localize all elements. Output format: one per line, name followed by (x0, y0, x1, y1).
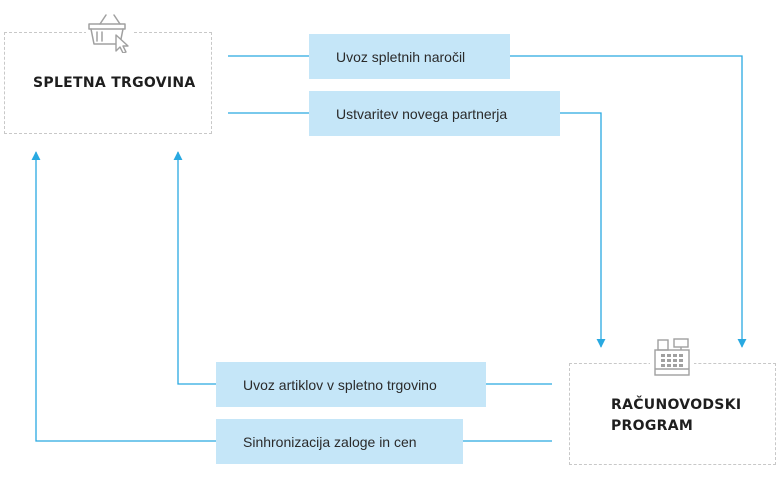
flow-import-articles-label: Uvoz artiklov v spletno trgovino (243, 376, 437, 393)
shopping-basket-cursor-icon (86, 14, 134, 53)
webshop-label: SPLETNA TRGOVINA (33, 75, 196, 91)
accounting-label-line1: RAČUNOVODSKI (611, 397, 742, 413)
accounting-node: RAČUNOVODSKI PROGRAM (569, 363, 776, 465)
connector-articles (173, 151, 552, 385)
flow-sync-stock-prices-label: Sinhronizacija zaloge in cen (243, 433, 417, 450)
connector-partner (228, 112, 606, 348)
flow-create-partner-label: Ustvaritev novega partnerja (336, 105, 508, 122)
flow-create-partner: Ustvaritev novega partnerja (309, 91, 560, 136)
cash-register-icon (650, 336, 694, 378)
flow-import-orders-label: Uvoz spletnih naročil (336, 48, 466, 65)
accounting-label-line2: PROGRAM (611, 418, 694, 434)
flow-import-orders: Uvoz spletnih naročil (309, 34, 510, 79)
flow-sync-stock-prices: Sinhronizacija zaloge in cen (216, 419, 463, 464)
flow-import-articles: Uvoz artiklov v spletno trgovino (216, 362, 486, 407)
